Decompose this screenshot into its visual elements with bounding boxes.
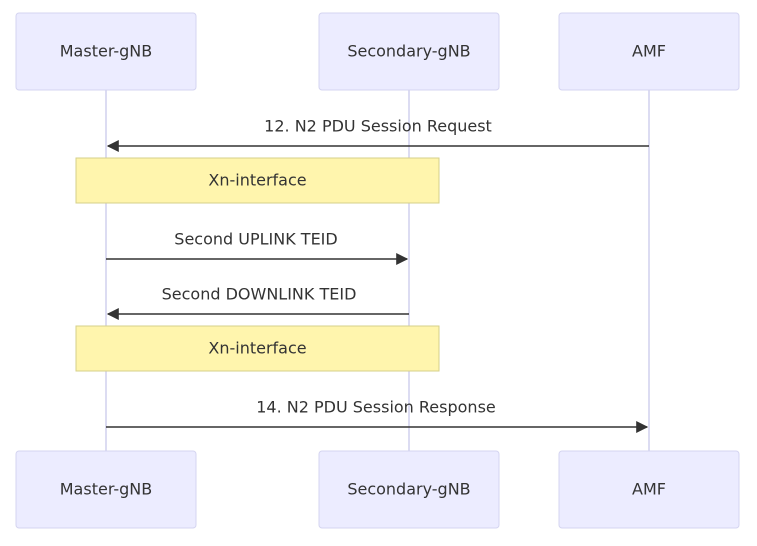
message-label: 12. N2 PDU Session Request (264, 117, 492, 136)
actor-master-gnb-bottom: Master-gNB (15, 450, 197, 529)
message-n2-pdu-session-response: 14. N2 PDU Session Response (106, 398, 649, 433)
actor-amf-top: AMF (558, 12, 740, 91)
note-xn-interface-2: Xn-interface (75, 325, 440, 372)
message-second-downlink-teid: Second DOWNLINK TEID (106, 285, 409, 320)
actor-label: Master-gNB (60, 42, 153, 61)
message-label: Second DOWNLINK TEID (162, 285, 357, 304)
actor-label: Master-gNB (60, 480, 153, 499)
message-second-uplink-teid: Second UPLINK TEID (106, 230, 409, 265)
note-label: Xn-interface (208, 339, 306, 358)
actor-label: AMF (632, 42, 666, 61)
actor-secondary-gnb-top: Secondary-gNB (318, 12, 500, 91)
actor-label: Secondary-gNB (347, 42, 470, 61)
note-label: Xn-interface (208, 171, 306, 190)
actor-label: Secondary-gNB (347, 480, 470, 499)
message-n2-pdu-session-request: 12. N2 PDU Session Request (106, 117, 649, 152)
actor-label: AMF (632, 480, 666, 499)
actor-master-gnb-top: Master-gNB (15, 12, 197, 91)
actor-secondary-gnb-bottom: Secondary-gNB (318, 450, 500, 529)
note-xn-interface-1: Xn-interface (75, 157, 440, 204)
message-label: Second UPLINK TEID (174, 230, 337, 249)
actor-amf-bottom: AMF (558, 450, 740, 529)
message-label: 14. N2 PDU Session Response (256, 398, 496, 417)
